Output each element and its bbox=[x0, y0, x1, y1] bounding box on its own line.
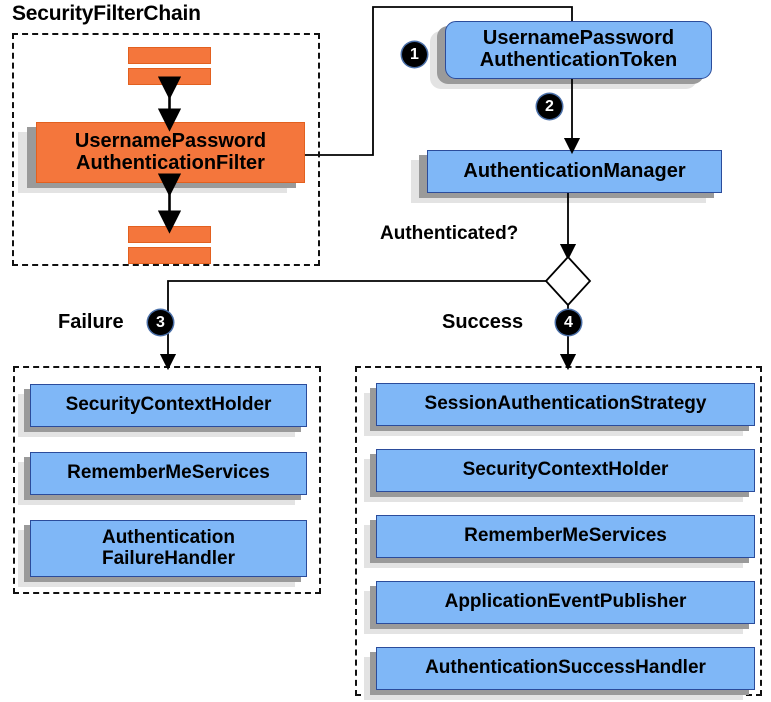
security-filter-chain-boundary bbox=[12, 33, 320, 266]
node-label: RememberMeServices bbox=[67, 462, 270, 484]
node-application-event-publisher[interactable]: ApplicationEventPublisher bbox=[376, 581, 755, 624]
node-authentication-manager[interactable]: AuthenticationManager bbox=[427, 150, 722, 193]
node-label: AuthenticationSuccessHandler bbox=[425, 657, 706, 679]
node-authentication-success-handler[interactable]: AuthenticationSuccessHandler bbox=[376, 647, 755, 690]
node-label: ApplicationEventPublisher bbox=[444, 591, 687, 613]
node-username-password-authentication-token[interactable]: UsernamePassword AuthenticationToken bbox=[445, 21, 712, 79]
node-label: SecurityContextHolder bbox=[462, 459, 669, 481]
node-success-security-context-holder[interactable]: SecurityContextHolder bbox=[376, 449, 755, 492]
node-label: SecurityContextHolder bbox=[65, 394, 272, 416]
node-label: UsernamePassword AuthenticationToken bbox=[479, 27, 678, 71]
node-label: UsernamePassword AuthenticationFilter bbox=[74, 129, 267, 174]
failure-branch-label: Failure bbox=[58, 311, 124, 333]
node-label: AuthenticationManager bbox=[463, 159, 686, 182]
step-badge-4: 4 bbox=[556, 310, 581, 335]
security-filter-chain-title: SecurityFilterChain bbox=[12, 2, 201, 25]
node-authentication-failure-handler[interactable]: Authentication FailureHandler bbox=[30, 520, 307, 577]
decision-diamond bbox=[544, 255, 592, 307]
decision-question-label: Authenticated? bbox=[380, 223, 519, 244]
node-label: RememberMeServices bbox=[464, 525, 667, 547]
step-badge-3: 3 bbox=[148, 310, 173, 335]
node-failure-security-context-holder[interactable]: SecurityContextHolder bbox=[30, 384, 307, 427]
node-success-remember-me-services[interactable]: RememberMeServices bbox=[376, 515, 755, 558]
filter-bar-2 bbox=[128, 68, 211, 85]
node-label: Authentication FailureHandler bbox=[101, 526, 236, 569]
filter-bar-3 bbox=[128, 226, 211, 243]
node-failure-remember-me-services[interactable]: RememberMeServices bbox=[30, 452, 307, 495]
step-badge-1: 1 bbox=[402, 42, 427, 67]
success-branch-label: Success bbox=[442, 311, 524, 333]
filter-bar-4 bbox=[128, 247, 211, 264]
node-session-authentication-strategy[interactable]: SessionAuthenticationStrategy bbox=[376, 383, 755, 426]
step-badge-2: 2 bbox=[537, 94, 562, 119]
node-label: SessionAuthenticationStrategy bbox=[424, 393, 707, 415]
filter-bar-1 bbox=[128, 47, 211, 64]
node-username-password-authentication-filter[interactable]: UsernamePassword AuthenticationFilter bbox=[36, 122, 305, 183]
